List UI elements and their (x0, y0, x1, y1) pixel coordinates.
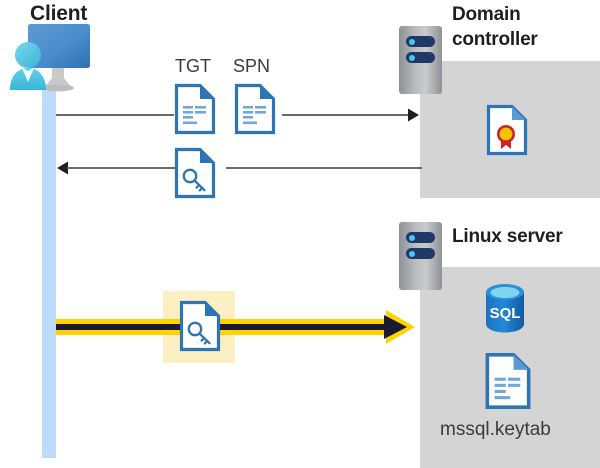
document-icon-mssql-keytab (485, 353, 531, 409)
client-title: Client (30, 2, 88, 25)
certificate-document-icon (486, 104, 528, 156)
client-workstation-icon (8, 22, 94, 103)
arrow-spn-to-domain-controller (282, 108, 419, 122)
arrow-ticket-to-client (57, 161, 176, 175)
document-icon-spn (234, 83, 276, 135)
sql-database-icon: SQL (486, 284, 524, 333)
document-icon-tgt (174, 83, 216, 135)
svg-text:SQL: SQL (490, 305, 521, 322)
rack-slot (406, 248, 435, 259)
server-rack-icon-linux-server (399, 222, 442, 290)
spn-label: SPN (233, 56, 271, 76)
client-lifeline (42, 84, 56, 458)
arrow-client-to-linux-server-gold (56, 310, 415, 344)
rack-slot (406, 36, 435, 47)
key-document-icon-ticket (174, 147, 216, 199)
key-document-icon-service-ticket (179, 300, 221, 352)
server-rack-icon-domain-controller (399, 26, 442, 94)
linux-server-title: Linux server (452, 226, 563, 247)
rack-slot (406, 232, 435, 243)
tgt-label: TGT (175, 56, 211, 76)
mssql-keytab-label: mssql.keytab (440, 419, 551, 440)
arrow-client-to-tgt (56, 114, 174, 116)
arrow-domain-controller-to-ticket (226, 167, 422, 169)
rack-slot (406, 52, 435, 63)
domain-controller-title: Domain controller (452, 4, 538, 50)
